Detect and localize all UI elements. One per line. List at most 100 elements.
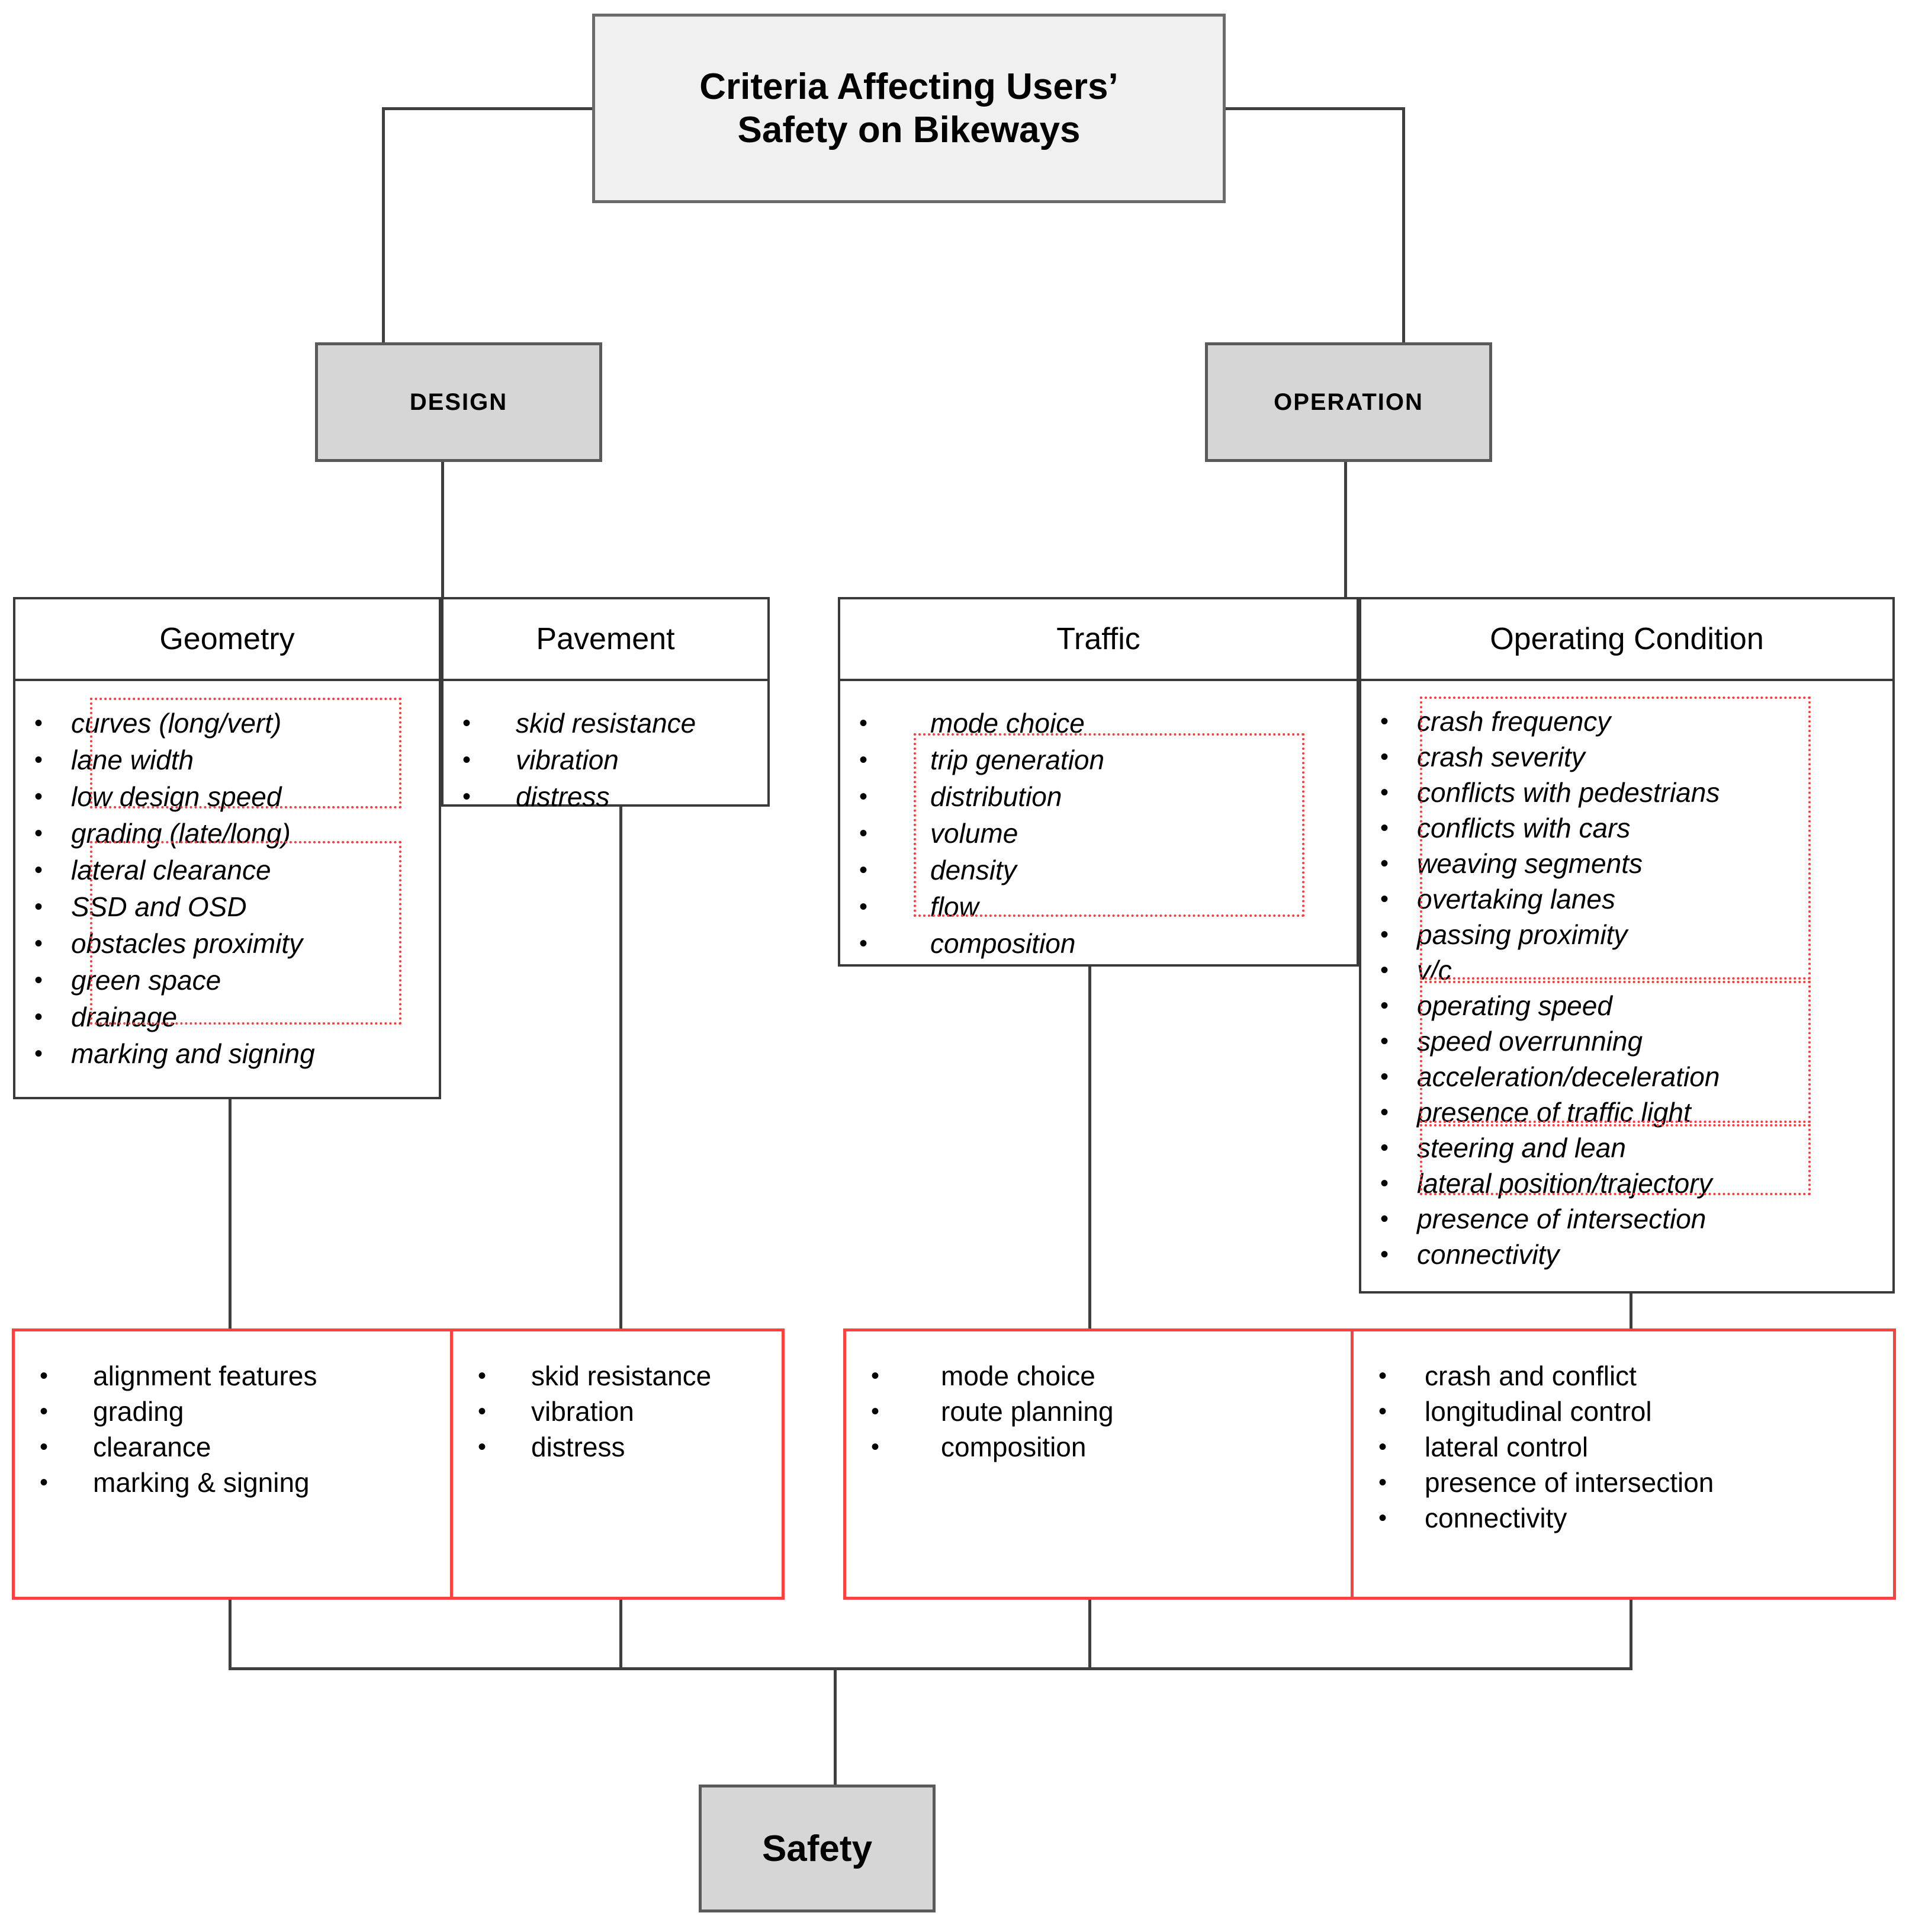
bullet-icon: • [1380,1241,1389,1267]
list-item: •grading (late/long) [34,815,439,852]
branch-label-design: DESIGN [409,389,508,415]
branch-box-operation: OPERATION [1205,342,1492,462]
list-item: •connectivity [1380,1237,1892,1272]
summary-list-traffic: •mode choice •route planning •compositio… [846,1331,1351,1465]
bullet-icon: • [1380,815,1389,841]
bullet-icon: • [34,894,43,920]
bullet-icon: • [34,857,43,883]
bullet-icon: • [34,747,43,773]
list-item: •overtaking lanes [1380,881,1892,917]
bullet-icon: • [462,784,471,810]
summary-list-geometry: •alignment features •grading •clearance … [15,1331,450,1500]
criteria-list-pavement: •skid resistance •vibration •distress [443,681,767,815]
list-item: •trip generation [859,742,1357,778]
bullet-icon: • [478,1363,487,1389]
list-item: •lateral control [1378,1429,1893,1465]
list-item: •marking & signing [40,1465,450,1500]
bullet-icon: • [40,1469,49,1495]
column-header-label: Traffic [1056,622,1140,656]
connector-title-right-arm [1191,107,1405,110]
bullet-icon: • [478,1398,487,1424]
summary-box-traffic: •mode choice •route planning •compositio… [843,1328,1354,1600]
connector-summary2-down [619,1599,622,1669]
bullet-icon: • [1380,1170,1389,1196]
column-header-traffic: Traffic [838,597,1359,681]
list-item: •route planning [871,1394,1351,1429]
connector-bus-to-safety [834,1667,837,1786]
bullet-icon: • [1380,1206,1389,1232]
column-header-label: Operating Condition [1490,622,1764,656]
bullet-icon: • [859,747,868,773]
list-item: •composition [871,1429,1351,1465]
branch-box-design: DESIGN [315,342,602,462]
bullet-icon: • [34,1041,43,1067]
list-item: •density [859,852,1357,888]
connector-title-left-arm [382,107,595,110]
list-item: •longitudinal control [1378,1394,1893,1429]
list-item: •volume [859,815,1357,852]
list-item: •vibration [478,1394,782,1429]
list-item: •presence of intersection [1380,1201,1892,1237]
bullet-icon: • [859,930,868,957]
bullet-icon: • [1380,779,1389,805]
list-item: •lateral clearance [34,852,439,888]
list-item: •skid resistance [462,705,767,742]
list-item: •acceleration/deceleration [1380,1059,1892,1095]
connector-traffic-to-summary [1088,965,1091,1331]
bullet-icon: • [34,1004,43,1030]
list-item: •conflicts with cars [1380,810,1892,846]
list-item: •v/c [1380,952,1892,988]
connector-to-operation [1402,107,1405,344]
column-header-pavement: Pavement [441,597,770,681]
list-item: •distribution [859,778,1357,815]
list-item: •distress [478,1429,782,1465]
connector-design-to-columns [441,462,444,604]
list-item: •flow [859,888,1357,925]
list-item: •distress [462,778,767,815]
bullet-icon: • [462,710,471,736]
bullet-icon: • [1378,1469,1387,1495]
bullet-icon: • [859,710,868,736]
criteria-list-geometry: •curves (long/vert) •lane width •low des… [15,681,439,1072]
column-body-geometry: •curves (long/vert) •lane width •low des… [13,681,441,1099]
branch-label-operation: OPERATION [1274,389,1423,415]
bullet-icon: • [34,784,43,810]
summary-box-geometry: •alignment features •grading •clearance … [12,1328,453,1600]
bullet-icon: • [34,710,43,736]
list-item: •crash frequency [1380,704,1892,739]
result-label: Safety [761,1828,873,1869]
criteria-list-traffic: •mode choice •trip generation •distribut… [840,681,1357,962]
title-line-1: Criteria Affecting Users’ [699,66,1119,107]
list-item: •composition [859,925,1357,962]
bullet-icon: • [1378,1398,1387,1424]
bullet-icon: • [859,820,868,846]
result-box-safety: Safety [699,1785,936,1912]
bullet-icon: • [34,820,43,846]
list-item: •presence of intersection [1378,1465,1893,1500]
list-item: •passing proximity [1380,917,1892,952]
column-body-pavement: •skid resistance •vibration •distress [441,681,770,812]
bullet-icon: • [34,967,43,993]
column-body-operating-condition: •crash frequency •crash severity •confli… [1359,681,1895,1294]
bullet-icon: • [40,1434,49,1460]
bullet-icon: • [871,1398,880,1424]
connector-geometry-to-summary [229,1097,232,1331]
list-item: •mode choice [871,1358,1351,1394]
summary-box-pavement: •skid resistance •vibration •distress [450,1328,785,1600]
bullet-icon: • [1380,1135,1389,1161]
connector-opcond-to-summary [1630,1291,1632,1331]
summary-list-pavement: •skid resistance •vibration •distress [453,1331,782,1465]
list-item: •weaving segments [1380,846,1892,881]
title-line-2: Safety on Bikeways [737,110,1081,150]
summary-list-operating-condition: •crash and conflict •longitudinal contro… [1354,1331,1893,1536]
bullet-icon: • [478,1434,487,1460]
bullet-icon: • [859,784,868,810]
list-item: •conflicts with pedestrians [1380,775,1892,810]
list-item: •crash and conflict [1378,1358,1893,1394]
bullet-icon: • [1378,1434,1387,1460]
list-item: •grading [40,1394,450,1429]
summary-box-operating-condition: •crash and conflict •longitudinal contro… [1351,1328,1896,1600]
bullet-icon: • [1380,993,1389,1019]
column-header-operating-condition: Operating Condition [1359,597,1895,681]
